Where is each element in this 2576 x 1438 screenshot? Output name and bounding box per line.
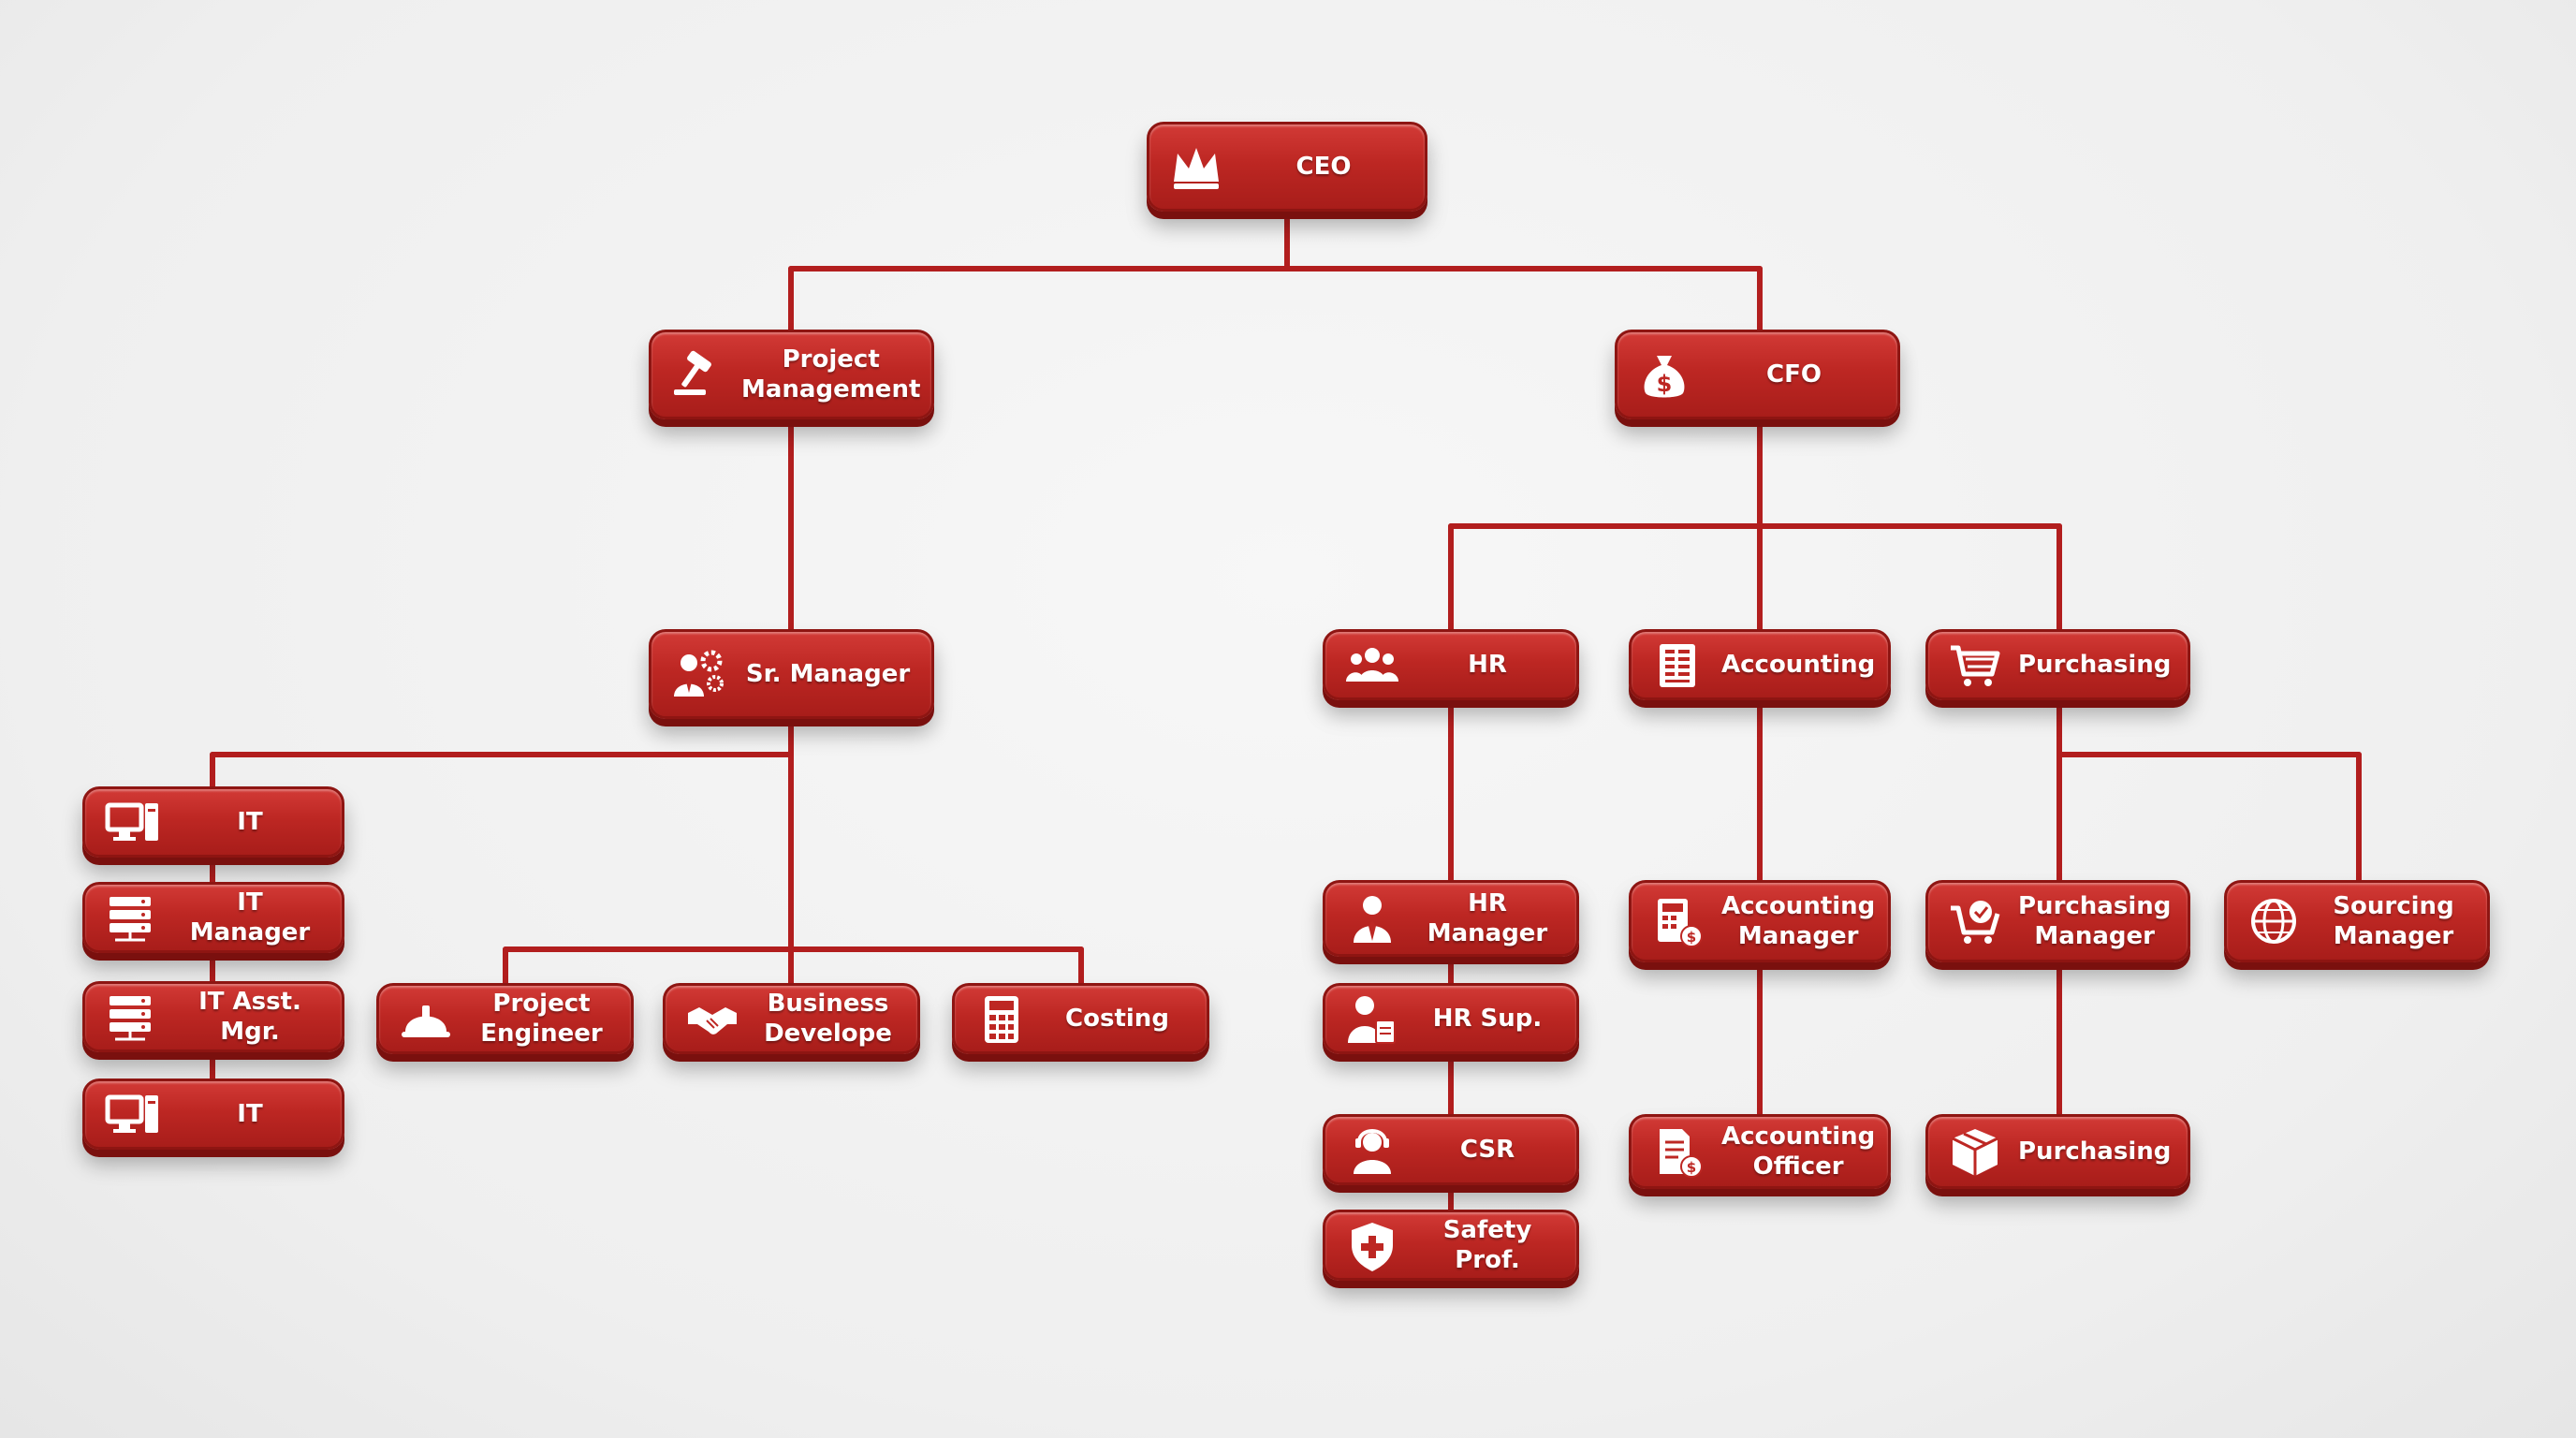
shopping-cart-icon <box>1945 637 2005 693</box>
node-costing[interactable]: Costing <box>952 983 1209 1054</box>
ledger-icon <box>1648 637 1708 693</box>
node-label: Purchasing Manager <box>2018 891 2172 951</box>
manager-gears-icon <box>668 646 728 702</box>
server-icon <box>102 889 162 946</box>
node-accounting[interactable]: Accounting <box>1629 629 1891 700</box>
node-label: Purchasing <box>2018 650 2172 679</box>
node-it-asst-mgr[interactable]: IT Asst. Mgr. <box>82 981 344 1052</box>
node-csr[interactable]: CSR <box>1323 1114 1579 1185</box>
node-cfo[interactable]: CFO <box>1615 330 1900 419</box>
node-label: Accounting <box>1721 650 1876 679</box>
node-label: Costing <box>1065 1004 1169 1033</box>
node-label: Safety Prof. <box>1442 1215 1532 1275</box>
computer-icon <box>102 1086 162 1142</box>
node-safety-prof[interactable]: Safety Prof. <box>1323 1210 1579 1281</box>
node-sr-manager[interactable]: Sr. Manager <box>649 629 934 719</box>
cart-check-icon <box>1945 893 2005 949</box>
calculator-coin-icon <box>1648 893 1708 949</box>
node-it-1[interactable]: IT <box>82 786 344 858</box>
document-coin-icon <box>1648 1123 1708 1180</box>
globe-icon <box>2244 893 2304 949</box>
node-label: IT Asst. Mgr. <box>198 987 301 1047</box>
node-hr-sup[interactable]: HR Sup. <box>1323 983 1579 1054</box>
node-label: CFO <box>1766 360 1822 389</box>
computer-icon <box>102 794 162 850</box>
node-purchasing[interactable]: Purchasing <box>1925 629 2190 700</box>
handshake-icon <box>682 990 742 1047</box>
node-purchasing-manager[interactable]: Purchasing Manager <box>1925 880 2190 962</box>
people-group-icon <box>1342 637 1402 693</box>
node-it-manager[interactable]: IT Manager <box>82 882 344 953</box>
node-ceo[interactable]: CEO <box>1147 122 1427 212</box>
money-bag-icon <box>1634 346 1694 403</box>
server-icon <box>102 989 162 1045</box>
node-label: Accounting Manager <box>1721 891 1876 951</box>
node-accounting-manager[interactable]: Accounting Manager <box>1629 880 1891 962</box>
hard-hat-icon <box>396 990 456 1047</box>
gavel-icon <box>668 346 728 403</box>
node-label: Business Develope <box>764 989 892 1049</box>
node-it-2[interactable]: IT <box>82 1078 344 1150</box>
node-label: HR Sup. <box>1432 1004 1543 1033</box>
node-label: CEO <box>1295 152 1352 181</box>
headset-person-icon <box>1342 1122 1402 1178</box>
person-tie-icon <box>1342 890 1402 946</box>
node-label: HR <box>1468 650 1507 679</box>
box-icon <box>1945 1123 2005 1180</box>
node-label: Sourcing Manager <box>2333 891 2454 951</box>
node-label: CSR <box>1459 1135 1515 1164</box>
node-label: Purchasing <box>2018 1137 2172 1166</box>
calculator-icon <box>972 990 1032 1047</box>
node-sourcing-manager[interactable]: Sourcing Manager <box>2224 880 2490 962</box>
node-label: IT Manager <box>189 888 311 947</box>
node-label: Sr. Manager <box>745 659 911 688</box>
crown-icon <box>1166 139 1226 195</box>
node-hr-manager[interactable]: HR Manager <box>1323 880 1579 957</box>
node-hr[interactable]: HR <box>1323 629 1579 700</box>
node-label: Project Management <box>741 345 921 404</box>
node-project-engineer[interactable]: Project Engineer <box>376 983 634 1054</box>
node-purchasing-2[interactable]: Purchasing <box>1925 1114 2190 1189</box>
shield-cross-icon <box>1342 1217 1402 1273</box>
node-label: Project Engineer <box>480 989 603 1049</box>
node-label: IT <box>237 1099 263 1128</box>
node-accounting-officer[interactable]: Accounting Officer <box>1629 1114 1891 1189</box>
person-clipboard-icon <box>1342 990 1402 1047</box>
node-project-management[interactable]: Project Management <box>649 330 934 419</box>
node-label: IT <box>237 807 263 836</box>
node-label: Accounting Officer <box>1721 1122 1876 1181</box>
node-label: HR Manager <box>1427 888 1548 948</box>
node-business-develope[interactable]: Business Develope <box>663 983 920 1054</box>
